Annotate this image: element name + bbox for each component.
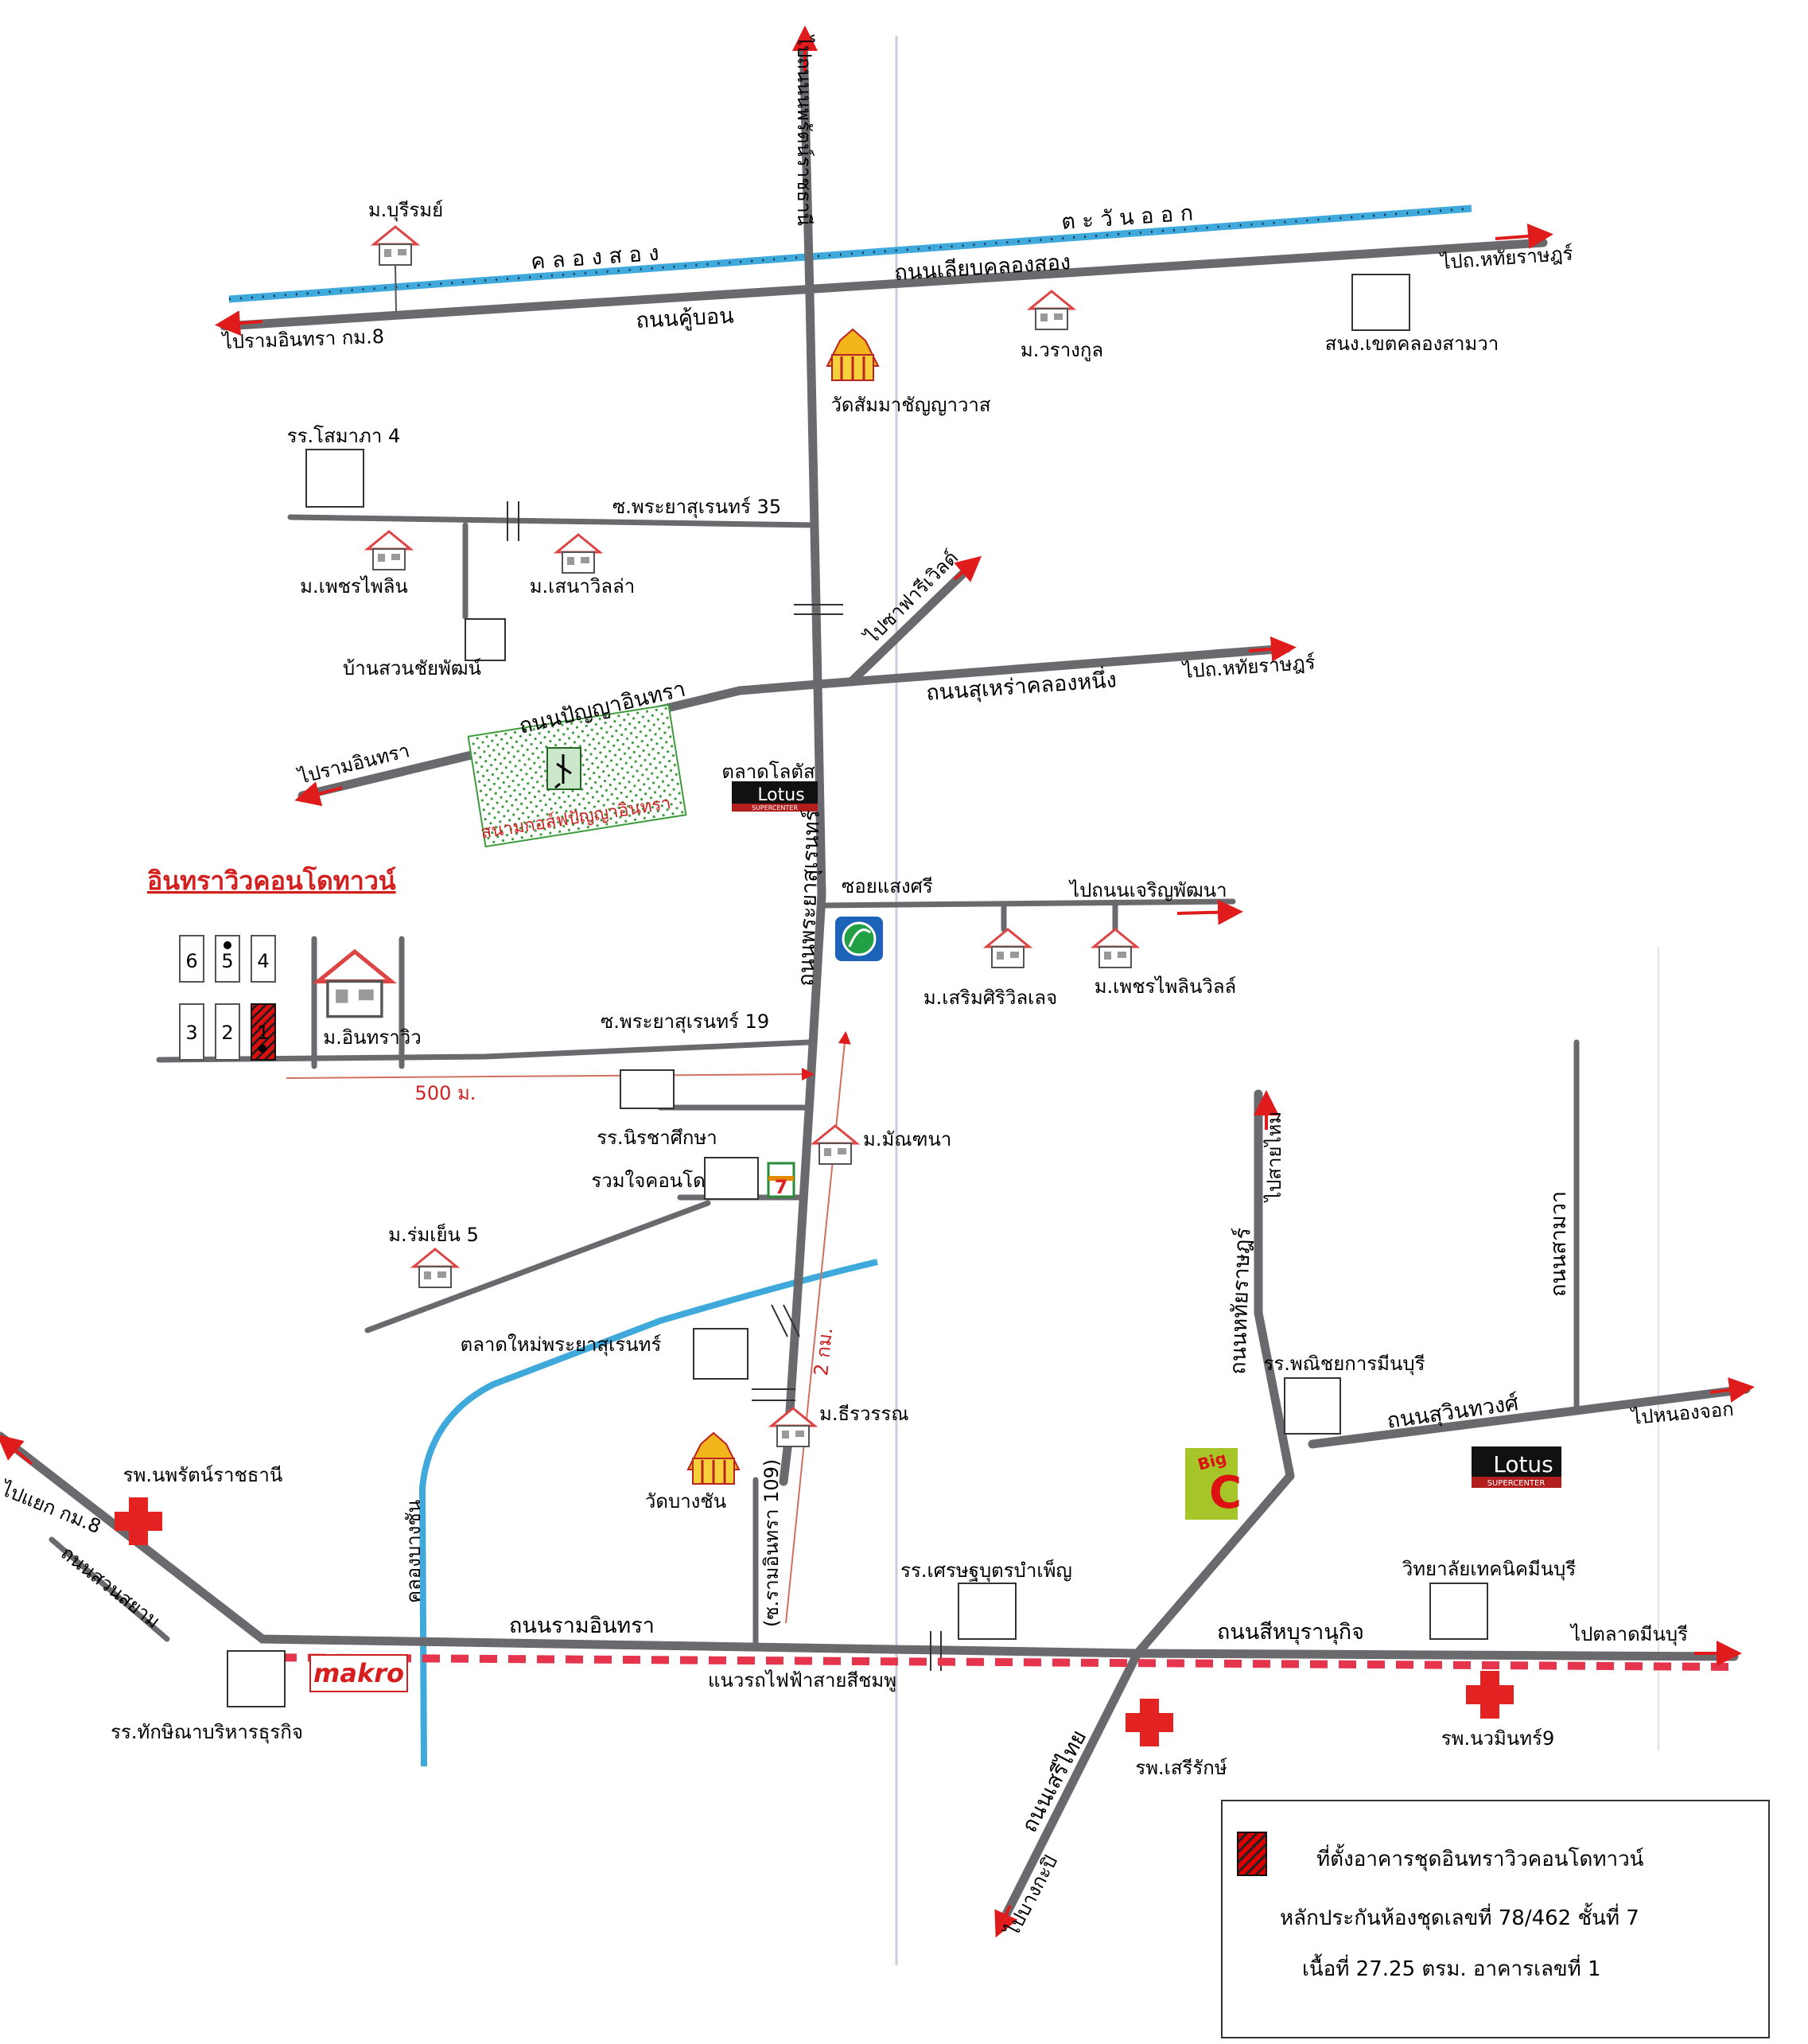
hospital-cross-icon <box>115 1497 162 1545</box>
intraview-house-icon <box>318 952 391 1017</box>
place-label: ม.เสนาวิลล่า <box>530 575 636 598</box>
big-c-logo: Big C <box>1185 1448 1242 1520</box>
svg-text:7: 7 <box>775 1176 788 1198</box>
house-icon <box>985 928 1031 969</box>
svg-text:C: C <box>1209 1467 1242 1519</box>
canal-label: คลองบางชัน <box>402 1500 425 1603</box>
house-icon <box>1028 290 1075 331</box>
road-label: ซอยแสงศรี <box>842 875 933 897</box>
place-label: ม.ร่มเย็น 5 <box>388 1223 479 1246</box>
building-2-label: 2 <box>221 1022 233 1044</box>
direction-label: ไปถนนเจริญพัฒนา <box>1068 879 1227 901</box>
building-6-label: 6 <box>185 950 197 972</box>
house-icon <box>770 1407 816 1448</box>
place-label: ม.อินทราวิว <box>323 1026 421 1049</box>
road-label: แนวรถไฟฟ้าสายสีชมพู <box>708 1669 896 1692</box>
place-label: รวมใจคอนโด <box>591 1170 705 1192</box>
gas-station-icon <box>835 917 883 961</box>
lotus-logo-top: Lotus SUPERCENTER <box>732 781 818 812</box>
svg-text:makro: makro <box>313 1658 404 1688</box>
place-label: ม.เพชรไพลินวิลล์ <box>1095 975 1237 998</box>
svg-text:Lotus: Lotus <box>757 785 804 805</box>
legend-line-2: หลักประกันห้องชุดเลขที่ 78/462 ชั้นที่ 7 <box>1280 1906 1639 1930</box>
direction-label: ไปตลาดมีนบุรี <box>1569 1623 1688 1646</box>
house-icon <box>412 1248 458 1289</box>
place-label: ตลาดโลตัส <box>721 761 815 783</box>
direction-label: ไปสายไหม <box>1263 1112 1285 1203</box>
place-label: วัดสัมมาชัญญาวาส <box>830 394 990 416</box>
svg-text:SUPERCENTER: SUPERCENTER <box>752 804 799 812</box>
place-label: วิทยาลัยเทคนิคมีนบุรี <box>1402 1558 1576 1581</box>
place-label: ม.ธีรวรรณ <box>819 1403 909 1425</box>
page-title: อินทราวิวคอนโดทาวน์ <box>147 866 396 896</box>
house-icon <box>1092 928 1138 969</box>
place-label: ม.วรางกูล <box>1021 339 1103 362</box>
place-label: 2 กม. <box>810 1326 837 1376</box>
road-label: ถนนรามอินทรา <box>509 1614 655 1638</box>
place-label: รร.นิรชาศึกษา <box>597 1127 717 1149</box>
house-icon <box>372 225 418 267</box>
direction-label: ไปถนนนพรัตน์ราชธานี <box>793 34 815 226</box>
building-5-label: 5 <box>221 950 233 972</box>
place-label: บ้านสวนชัยพัฒน์ <box>343 657 481 679</box>
pink-line-route <box>250 1653 1735 1671</box>
place-label: สนง.เขตคลองสามวา <box>1325 333 1499 355</box>
place-label: รร.พณิชยการมีนบุรี <box>1263 1353 1425 1376</box>
hospital-cross-icon <box>1126 1699 1173 1746</box>
place-label: รร.โสมาภา 4 <box>287 425 400 447</box>
road-label: ถนนหทัยราษฎร์ <box>1225 1227 1255 1375</box>
place-label: รร.เศรษฐบุตรบำเพ็ญ <box>900 1559 1072 1583</box>
seven-eleven-icon: 7 <box>767 1162 795 1198</box>
legend-swatch <box>1237 1832 1267 1876</box>
place-label: ม.เพชรไพลิน <box>300 575 408 598</box>
legend: ที่ตั้งอาคารชุดอินทราวิวคอนโดทาวน์ หลักป… <box>1221 1800 1770 2038</box>
building-1-label: 1 <box>257 1022 269 1044</box>
khlong-bang-chan-canal <box>418 1259 878 1767</box>
svg-text:Lotus: Lotus <box>1493 1451 1553 1478</box>
svg-text:SUPERCENTER: SUPERCENTER <box>1487 1479 1546 1488</box>
place-label: ตลาดใหม่พระยาสุเรนทร์ <box>461 1333 662 1357</box>
road-label: ถนนสีหบุรานุกิจ <box>1217 1620 1364 1645</box>
direction-label: ไปซาฟารีเวิลด์ <box>860 547 962 649</box>
road-label: (ซ.รามอินทรา 109) <box>760 1459 783 1627</box>
building-4-label: 4 <box>257 950 269 972</box>
place-label: 500 ม. <box>415 1082 476 1104</box>
place-label: รร.ทักษิณาบริหารธุรกิจ <box>111 1721 303 1744</box>
road-label: ซ.พระยาสุเรนทร์ 19 <box>601 1010 769 1034</box>
house-icon <box>812 1124 858 1166</box>
khlong-song-canal <box>228 204 1472 303</box>
makro-logo: makro <box>309 1654 408 1692</box>
place-label: ม.บุรีรมย์ <box>368 199 443 222</box>
condo-buildings: 6 5 4 3 2 1 <box>179 935 276 1061</box>
legend-line-3: เนื้อที่ 27.25 ตรม. อาคารเลขที่ 1 <box>1302 1957 1601 1981</box>
building-3-label: 3 <box>185 1022 197 1044</box>
place-label: ม.เสริมศิริวิลเลจ <box>923 987 1057 1009</box>
house-icon <box>366 530 412 571</box>
road-label: ถนนคู้บอน <box>636 304 735 333</box>
place-label: รพ.นวมินทร์9 <box>1441 1727 1554 1750</box>
hospital-cross-icon <box>1466 1671 1514 1719</box>
place-label: รพ.นพรัตน์ราชธานี <box>123 1464 283 1486</box>
direction-label: ไปรามอินทรา กม.8 <box>220 325 384 353</box>
lotus-logo-minburi: Lotus SUPERCENTER <box>1472 1446 1561 1488</box>
temple-icon <box>686 1431 741 1485</box>
house-icon <box>555 533 601 574</box>
place-label: ม.มัณฑนา <box>863 1128 951 1150</box>
place-label: วัดบางชัน <box>645 1490 726 1513</box>
temple-icon <box>826 328 880 382</box>
legend-line-1: ที่ตั้งอาคารชุดอินทราวิวคอนโดทาวน์ <box>1316 1847 1644 1871</box>
place-label: รพ.เสรีรักษ์ <box>1135 1757 1227 1779</box>
road-label: ถนนสามวา <box>1546 1191 1571 1297</box>
road-label: ซ.พระยาสุเรนทร์ 35 <box>612 496 781 519</box>
